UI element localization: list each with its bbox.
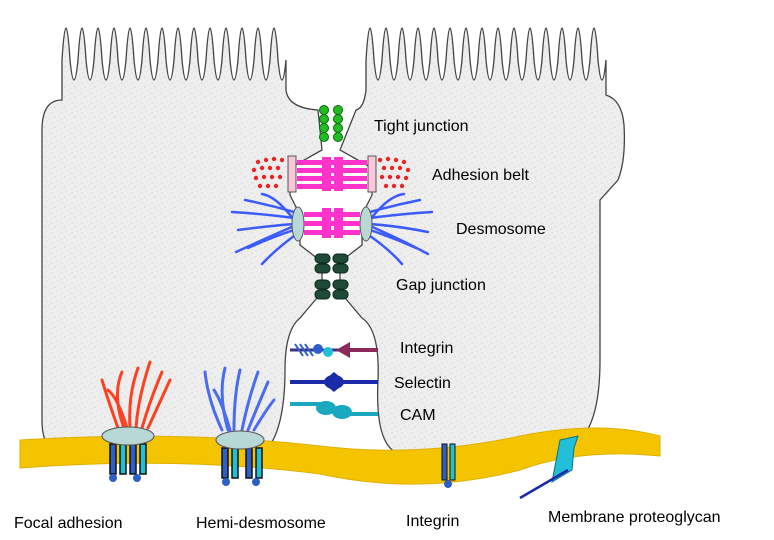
right-cell: [339, 27, 626, 453]
tight-junction-label: Tight junction: [374, 118, 469, 135]
membrane-proteoglycan: [519, 435, 579, 500]
selectin: [290, 372, 378, 392]
tight-junction: [319, 105, 343, 142]
integrin-basal-label: Integrin: [406, 513, 459, 530]
membrane-proteoglycan-label: Membrane proteoglycan: [548, 509, 721, 526]
extracellular-matrix: [19, 427, 661, 485]
desmosome-label: Desmosome: [456, 221, 546, 238]
gap-junction-label: Gap junction: [396, 277, 486, 294]
adhesion-belt-label: Adhesion belt: [432, 167, 530, 184]
left-cell: [41, 27, 323, 453]
gap-junction: [314, 253, 349, 300]
desmosome: [230, 192, 434, 266]
hemi-desmosome-label: Hemi-desmosome: [196, 515, 326, 532]
focal-adhesion: [100, 360, 172, 482]
integrin-basal: [441, 443, 456, 488]
cam-label: CAM: [400, 407, 436, 424]
focal-adhesion-label: Focal adhesion: [14, 515, 123, 532]
adhesion-belt: [251, 155, 411, 193]
integrin-lateral: [290, 342, 378, 358]
integrin-lateral-label: Integrin: [400, 340, 453, 357]
hemi-desmosome: [203, 366, 276, 486]
selectin-label: Selectin: [394, 375, 451, 392]
cam: [290, 401, 378, 419]
